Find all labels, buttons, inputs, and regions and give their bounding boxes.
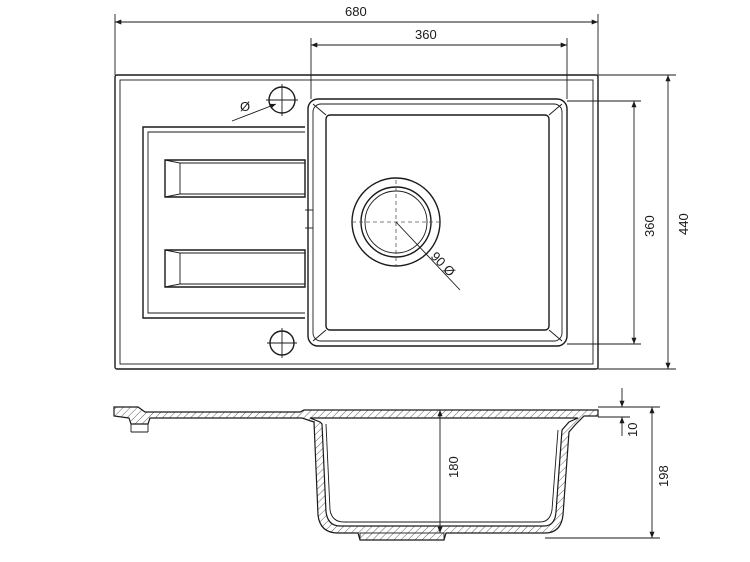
dim-total-depth [545,406,660,539]
overall-length-label: 440 [676,213,691,235]
top-view: Ø [114,4,691,370]
section-wall [113,406,599,541]
tap-hole-label: Ø [240,99,250,114]
dim-overall-width [114,14,599,75]
sink-outline-inner [119,79,594,365]
rim-thickness-label: 10 [625,423,640,437]
side-section-view: 180 10 198 [113,388,671,541]
dim-bowl-width [310,38,568,99]
bowl-width-label: 360 [415,27,437,42]
drainer-board [142,126,313,319]
tap-hole [231,84,298,122]
dim-bowl-length [567,100,641,345]
bowl-top [307,98,568,347]
bowl-length-label: 360 [642,215,657,237]
sink-outline [114,74,599,370]
total-depth-label: 198 [656,465,671,487]
bowl-depth-label: 180 [446,456,461,478]
bowl-inner-profile [325,423,559,523]
drain-hole [351,177,461,291]
overall-width-label: 680 [345,4,367,19]
drain-diameter-label: 90 Ø [428,249,458,280]
dim-overall-length [598,74,676,370]
overflow-hole [267,328,297,358]
